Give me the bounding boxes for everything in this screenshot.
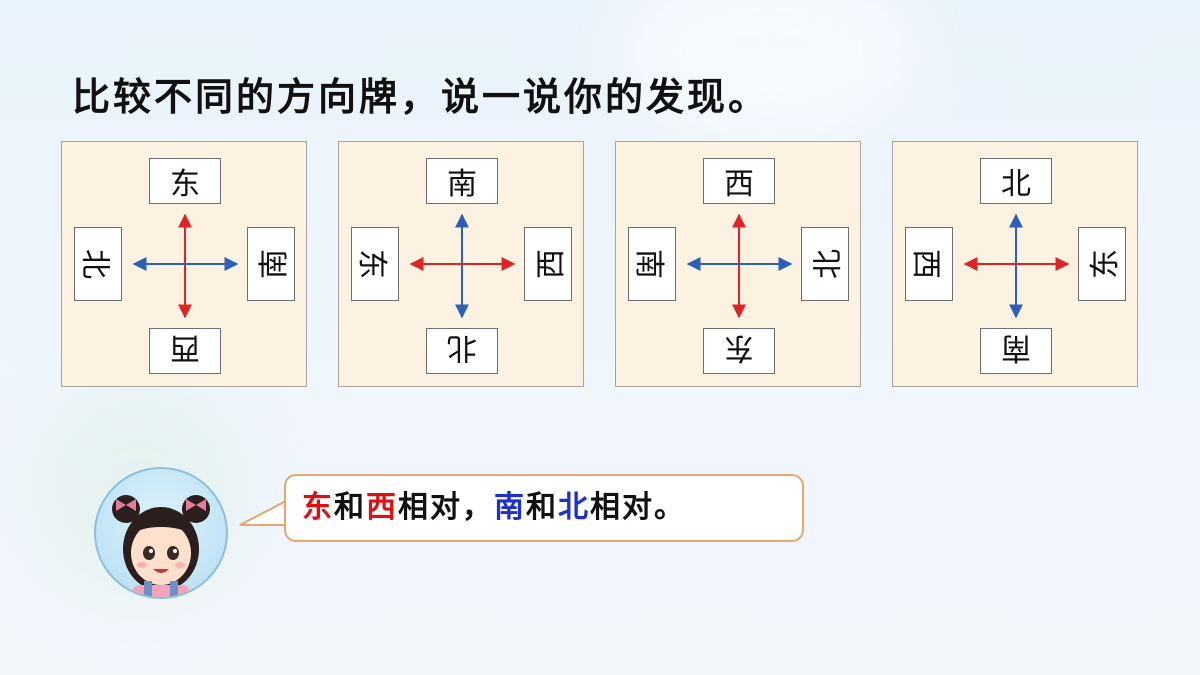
- bubble-segment: 东: [302, 490, 334, 525]
- direction-label-left: 北: [74, 227, 122, 301]
- bubble-segment: 北: [558, 490, 590, 525]
- direction-text: 北: [447, 330, 477, 365]
- direction-label-right: 西: [524, 227, 572, 301]
- direction-arrows: [686, 213, 793, 319]
- direction-text: 南: [447, 167, 477, 202]
- direction-label-bottom: 南: [980, 328, 1052, 374]
- bubble-segment: 相对。: [590, 490, 686, 525]
- direction-label-bottom: 北: [426, 328, 498, 374]
- direction-label-top: 北: [980, 158, 1052, 204]
- direction-label-left: 东: [351, 227, 399, 301]
- direction-text: 南: [1001, 330, 1031, 365]
- direction-label-bottom: 东: [703, 328, 775, 374]
- direction-text: 北: [77, 249, 112, 279]
- direction-text: 北: [1001, 167, 1031, 202]
- direction-card: 南北 东 西: [338, 141, 584, 387]
- direction-label-left: 西: [905, 227, 953, 301]
- page-title: 比较不同的方向牌，说一说你的发现。: [72, 75, 770, 119]
- direction-text: 西: [534, 249, 569, 279]
- direction-label-top: 南: [426, 158, 498, 204]
- direction-text: 北: [811, 249, 846, 279]
- background-glow: [620, 0, 920, 140]
- girl-avatar-icon: [94, 467, 228, 599]
- direction-text: 南: [631, 249, 666, 279]
- direction-label-top: 西: [703, 158, 775, 204]
- bubble-segment: 西: [366, 490, 398, 525]
- direction-text: 东: [1088, 249, 1123, 279]
- direction-text: 西: [724, 167, 754, 202]
- bubble-segment: 和: [526, 490, 558, 525]
- direction-text: 东: [354, 249, 389, 279]
- direction-text: 西: [170, 330, 200, 365]
- direction-arrows: [409, 213, 516, 319]
- speech-bubble-text: 东和西相对，南和北相对。: [302, 484, 686, 532]
- direction-text: 东: [724, 330, 754, 365]
- direction-text: 南: [257, 249, 292, 279]
- bubble-segment: 相对，: [398, 490, 494, 525]
- direction-card: 北南 西 东: [892, 141, 1138, 387]
- direction-label-bottom: 西: [149, 328, 221, 374]
- bubble-segment: 和: [334, 490, 366, 525]
- direction-text: 东: [170, 167, 200, 202]
- bubble-segment: 南: [494, 490, 526, 525]
- direction-arrows: [132, 213, 239, 319]
- direction-label-right: 东: [1078, 227, 1126, 301]
- direction-card: 西东 南 北: [615, 141, 861, 387]
- direction-label-top: 东: [149, 158, 221, 204]
- speech-bubble-tail: [239, 500, 288, 526]
- direction-card: 东西 北 南: [61, 141, 307, 387]
- direction-label-left: 南: [628, 227, 676, 301]
- speech-bubble: [284, 474, 804, 542]
- direction-text: 西: [908, 249, 943, 279]
- direction-arrows: [963, 213, 1070, 319]
- direction-label-right: 北: [801, 227, 849, 301]
- direction-label-right: 南: [247, 227, 295, 301]
